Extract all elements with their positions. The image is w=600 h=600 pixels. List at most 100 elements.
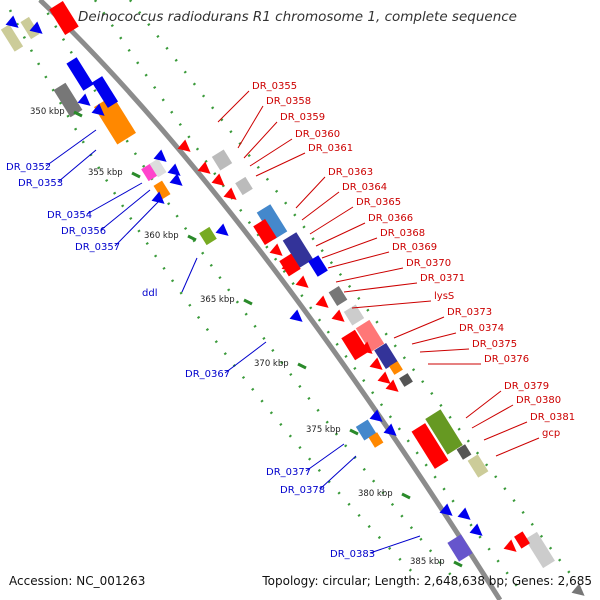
leader-line	[217, 90, 250, 123]
leader-line	[295, 176, 326, 209]
gene-label: DR_0354	[47, 210, 92, 221]
leader-line	[100, 189, 151, 231]
gene-feature-block	[20, 16, 40, 40]
gene-label: DR_0364	[342, 182, 387, 193]
gene-label: DR_0374	[459, 323, 504, 334]
gene-feature-block	[141, 162, 159, 182]
sequence-summary: Topology: circular; Length: 2,648,638 bp…	[262, 574, 592, 588]
gene-feature-arrow	[223, 187, 237, 200]
leader-line	[237, 105, 264, 149]
gene-feature-arrow	[315, 295, 329, 308]
gene-feature-block	[411, 423, 449, 469]
gene-feature-arrow	[153, 149, 167, 162]
gene-feature-arrow	[281, 259, 295, 272]
gene-feature-arrow	[211, 173, 225, 186]
leader-line	[224, 341, 267, 374]
leader-line	[309, 206, 354, 235]
gene-feature-block	[153, 180, 171, 200]
gene-label: gcp	[542, 428, 560, 439]
leader-line	[335, 267, 404, 283]
gene-feature-arrow	[169, 173, 183, 186]
scale-tick	[297, 362, 307, 370]
scale-label: 370 kbp	[254, 359, 289, 369]
gene-label: DR_0352	[6, 162, 51, 173]
gene-feature-block	[341, 329, 369, 361]
gene-feature-block	[425, 409, 463, 455]
gene-feature-arrow	[571, 583, 585, 596]
scale-label: 355 kbp	[88, 168, 123, 178]
gene-feature-block	[256, 204, 288, 240]
leader-line	[301, 191, 340, 221]
leader-line	[393, 316, 445, 339]
leader-line	[369, 535, 421, 554]
gene-feature-block	[355, 319, 385, 353]
gene-feature-block	[0, 24, 24, 52]
chromosome-backbone	[38, 0, 503, 600]
gene-label: DR_0358	[266, 96, 311, 107]
gene-feature-block	[91, 76, 119, 108]
gene-feature-arrow	[369, 409, 383, 422]
gene-feature-block	[399, 373, 413, 387]
gene-feature-arrow	[359, 341, 373, 354]
leader-line	[483, 421, 528, 441]
gene-feature-block	[66, 57, 94, 91]
gene-feature-arrow	[503, 539, 517, 552]
leader-line	[45, 129, 97, 167]
leader-line	[114, 199, 161, 247]
gene-feature-arrow	[457, 507, 471, 520]
scale-tick	[73, 110, 83, 118]
gene-feature-block	[525, 531, 555, 569]
gene-feature-block	[328, 286, 348, 306]
gene-feature-arrow	[215, 223, 229, 236]
leader-line	[315, 222, 366, 247]
gene-label: DR_0379	[504, 381, 549, 392]
leader-line	[327, 251, 390, 269]
scale-label: 380 kbp	[358, 489, 393, 499]
gene-label: DR_0380	[516, 395, 561, 406]
scale-tick	[453, 560, 463, 568]
gene-feature-arrow	[177, 139, 191, 152]
gene-label: DR_0360	[295, 129, 340, 140]
inner-dotted-guide-left	[38, 0, 456, 581]
leader-line	[351, 300, 432, 309]
leader-line	[321, 237, 378, 259]
gene-feature-arrow	[269, 243, 283, 256]
gene-label: DR_0366	[368, 213, 413, 224]
scale-label: 375 kbp	[306, 425, 341, 435]
gene-feature-arrow	[383, 423, 397, 436]
gene-feature-arrow	[439, 503, 453, 516]
gene-feature-block	[211, 149, 233, 171]
gene-feature-block	[94, 95, 136, 145]
gene-label: DR_0359	[280, 112, 325, 123]
gene-feature-block	[49, 1, 79, 35]
leader-line	[419, 348, 470, 353]
gene-feature-arrow	[369, 357, 383, 370]
leader-line	[181, 257, 198, 293]
gene-feature-block	[355, 419, 377, 441]
gene-label: DR_0371	[420, 273, 465, 284]
gene-feature-block	[199, 226, 217, 246]
gene-feature-block	[308, 255, 328, 277]
inner-dotted-guide-right	[93, 0, 521, 591]
gene-label: DR_0369	[392, 242, 437, 253]
gene-feature-block	[253, 218, 277, 246]
gene-feature-block	[467, 454, 489, 478]
label-leader-lines	[45, 90, 540, 554]
scale-tick	[349, 428, 359, 436]
gene-feature-block	[368, 432, 384, 448]
outer-dotted-guide-right	[129, 0, 576, 581]
gene-feature-block	[53, 82, 83, 118]
scale-tick	[243, 298, 253, 306]
gene-feature-arrow	[469, 523, 483, 536]
gene-label: DR_0378	[280, 485, 325, 496]
gene-feature-arrow	[377, 371, 391, 384]
gene-label: DR_0376	[484, 354, 529, 365]
leader-line	[411, 332, 457, 345]
gene-label: DR_0381	[530, 412, 575, 423]
gene-label: DR_0368	[380, 228, 425, 239]
gene-label: DR_0361	[308, 143, 353, 154]
gene-feature-block	[149, 158, 167, 178]
gene-label: DR_0365	[356, 197, 401, 208]
